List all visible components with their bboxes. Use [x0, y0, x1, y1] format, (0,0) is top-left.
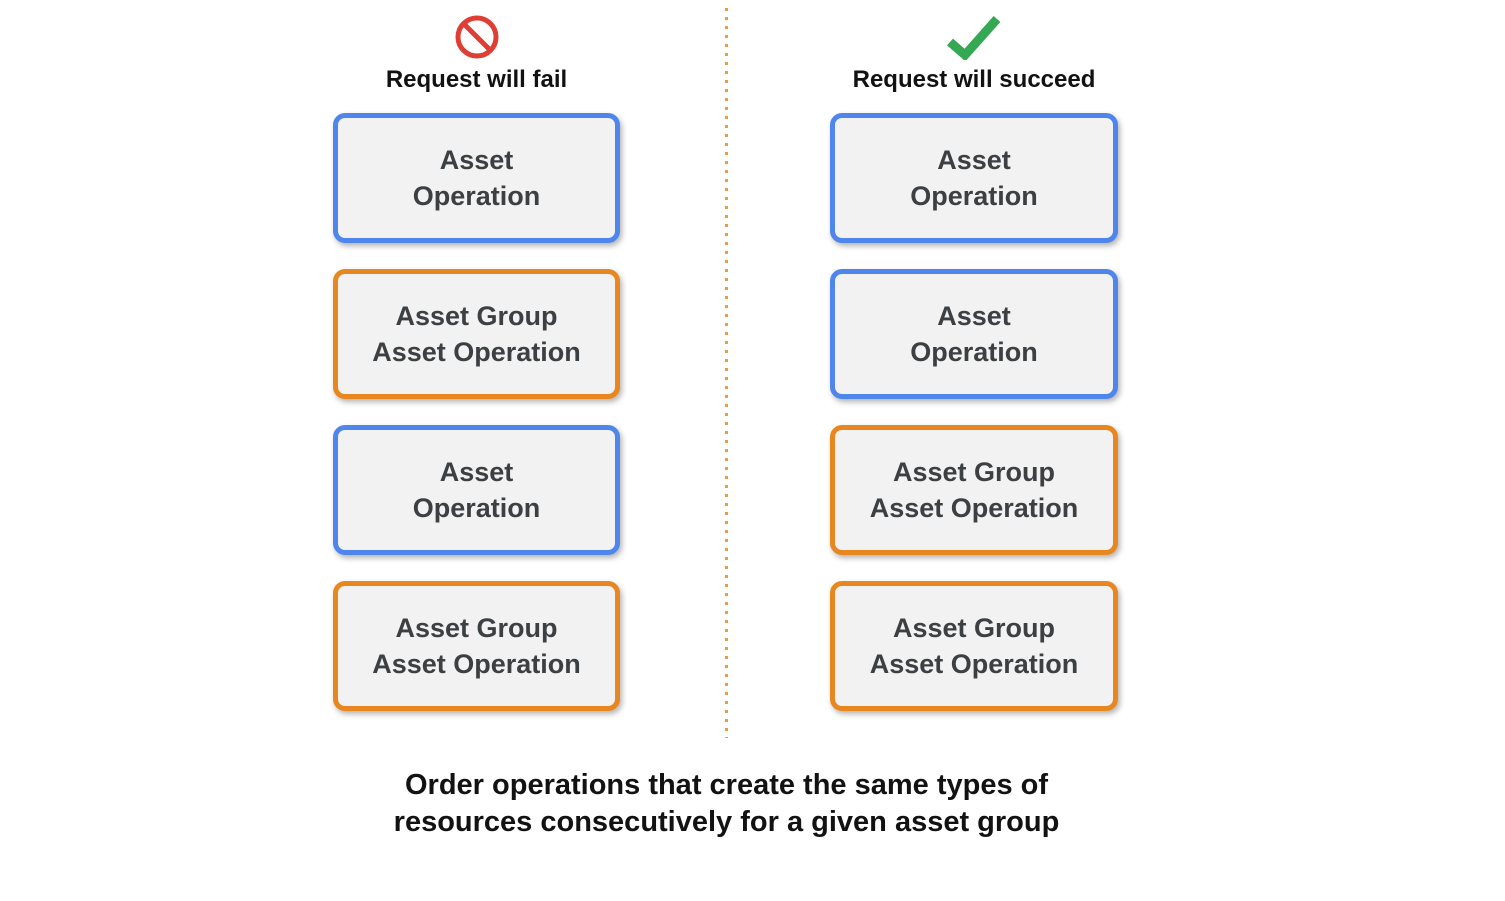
checkmark-icon	[945, 14, 1003, 60]
succeed-heading: Request will succeed	[852, 66, 1096, 93]
asset-operation-box: Asset Operation	[830, 113, 1118, 243]
box-label: Asset Operation	[412, 145, 541, 211]
asset-group-asset-operation-box: Asset Group Asset Operation	[333, 581, 620, 711]
box-label: Asset Operation	[910, 301, 1038, 367]
asset-group-asset-operation-box: Asset Group Asset Operation	[830, 425, 1118, 555]
succeed-column: Request will succeed Asset Operation Ass…	[830, 0, 1118, 711]
box-label: Asset Group Asset Operation	[869, 457, 1079, 523]
box-label: Asset Operation	[910, 145, 1038, 211]
fail-column: Request will fail Asset Operation Asset …	[333, 0, 620, 711]
asset-operation-box: Asset Operation	[830, 269, 1118, 399]
asset-group-asset-operation-box: Asset Group Asset Operation	[830, 581, 1118, 711]
box-label: Asset Group Asset Operation	[372, 613, 581, 679]
fail-heading: Request will fail	[385, 66, 568, 93]
box-label: Asset Group Asset Operation	[869, 613, 1079, 679]
prohibition-icon	[455, 14, 499, 60]
dotted-divider	[725, 8, 728, 738]
succeed-column-header: Request will succeed	[852, 0, 1096, 113]
asset-operation-box: Asset Operation	[333, 113, 620, 243]
box-label: Asset Operation	[412, 457, 541, 523]
diagram-caption: Order operations that create the same ty…	[393, 769, 1060, 838]
asset-group-asset-operation-box: Asset Group Asset Operation	[333, 269, 620, 399]
box-label: Asset Group Asset Operation	[372, 301, 581, 367]
fail-column-header: Request will fail	[386, 0, 567, 113]
asset-operation-box: Asset Operation	[333, 425, 620, 555]
